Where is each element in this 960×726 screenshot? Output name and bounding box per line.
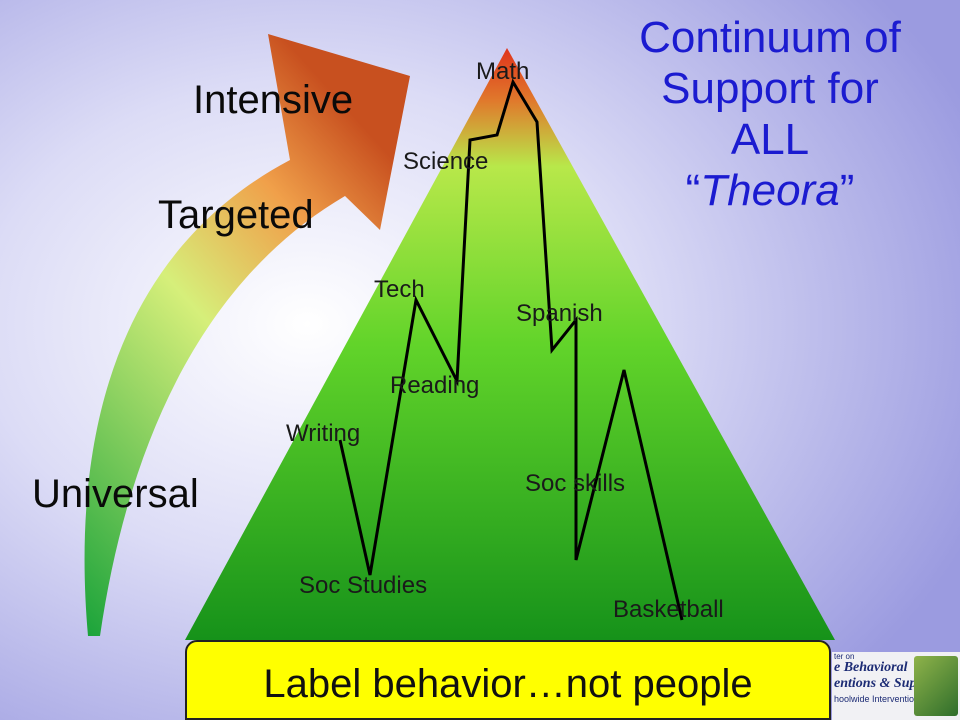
support-pyramid	[185, 48, 835, 640]
logo-text-1: e Behavioral	[834, 660, 908, 675]
subject-tech: Tech	[374, 276, 425, 303]
logo-emblem-icon	[914, 656, 958, 716]
tier-intensive: Intensive	[193, 78, 354, 122]
tier-arrow	[84, 34, 411, 636]
pbis-logo: ter on e Behavioral entions & Supports h…	[832, 652, 960, 720]
title-line-4: “Theora”	[600, 165, 940, 216]
subject-science: Science	[403, 148, 489, 175]
subject-soc-skills: Soc skills	[525, 470, 626, 497]
logo-text-0: ter on	[834, 652, 855, 661]
subject-spanish: Spanish	[516, 300, 603, 327]
title-close-quote: ”	[839, 166, 855, 215]
title-line-3: ALL	[730, 115, 810, 164]
title-line-1: Continuum of	[639, 13, 901, 62]
slide-title: Continuum of Support for ALL “Theora”	[600, 12, 940, 216]
logo-text-3: hoolwide Interventions	[834, 694, 924, 704]
subject-reading: Reading	[390, 372, 480, 399]
title-line-2: Support for	[661, 64, 879, 113]
tier-targeted: Targeted	[158, 193, 314, 237]
subject-writing: Writing	[286, 420, 361, 447]
tier-universal: Universal	[32, 472, 199, 516]
label-behavior-banner: Label behavior…not people	[185, 640, 831, 720]
subject-math: Math	[476, 58, 530, 85]
subject-soc-studies: Soc Studies	[299, 572, 428, 599]
title-open-quote: “	[685, 166, 701, 215]
subject-basketball: Basketball	[613, 596, 724, 623]
title-student-name: Theora	[700, 166, 840, 215]
behavior-line	[338, 78, 684, 621]
